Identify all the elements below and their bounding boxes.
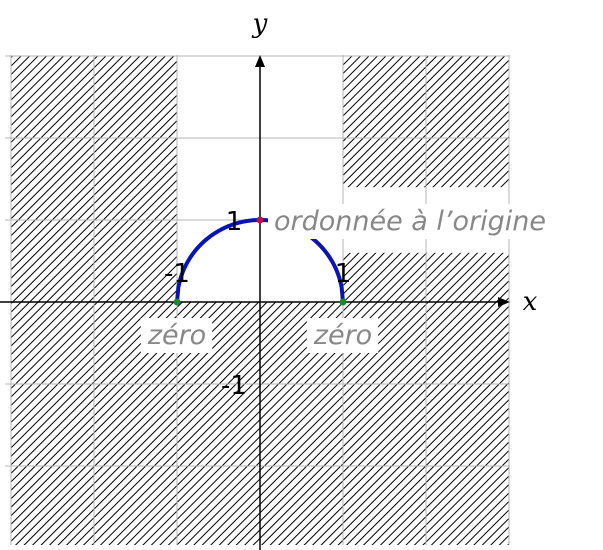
grid [5,55,510,545]
point-zero-left [173,298,181,306]
annotation-y-intercept: ordonnée à l’origine [268,204,553,239]
y-axis-arrow [255,55,265,67]
x-axis-arrow [498,297,510,307]
y-axis-label: y [252,9,268,39]
y-tick-label: 1 [226,207,243,237]
annotations: zéro zéro ordonnée à l’origine [140,204,553,353]
tick-labels: -1 1 1 -1 [164,207,351,401]
annotation-background [140,318,213,353]
y-tick-label: -1 [221,371,247,401]
x-axis-label: x [523,287,538,317]
annotation-label: zéro [147,320,206,351]
point-zero-right [339,298,347,306]
x-tick-label: 1 [335,259,352,289]
annotation-background [268,204,553,239]
point-y-intercept [256,216,264,224]
annotation-background [306,318,379,353]
annotation-label: ordonnée à l’origine [274,206,546,237]
annotation-zero-left: zéro [140,318,213,353]
points [173,216,347,306]
annotation-zero-right: zéro [306,318,379,353]
annotation-label: zéro [313,320,372,351]
axes: x y [0,9,538,550]
x-tick-label: -1 [164,259,190,289]
